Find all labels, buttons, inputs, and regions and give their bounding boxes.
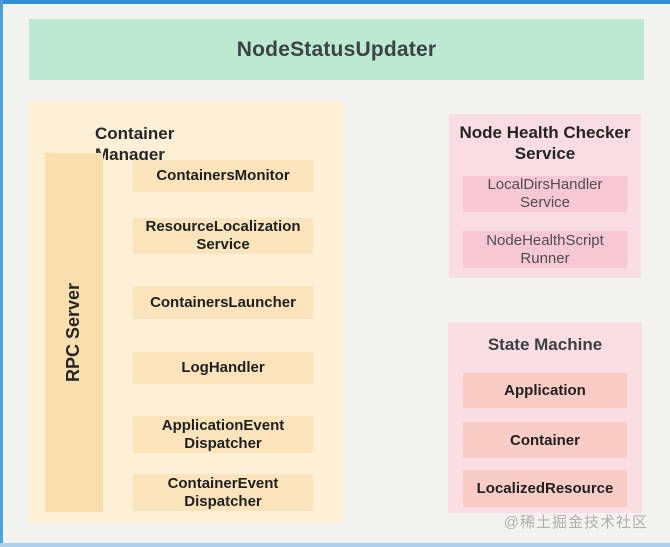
- containers-monitor-block: ContainersMonitor: [133, 160, 313, 192]
- container-state-block: Container: [463, 422, 627, 458]
- container-state-label: Container: [509, 431, 580, 449]
- container-event-dispatcher-block: ContainerEvent Dispatcher: [133, 474, 313, 511]
- container-manager-title: Container Manager: [95, 124, 175, 164]
- application-state-block: Application: [463, 373, 627, 408]
- application-event-dispatcher-block: ApplicationEvent Dispatcher: [133, 416, 313, 453]
- log-handler-label: LogHandler: [181, 359, 265, 376]
- node-health-checker-title: Node Health Checker Service: [459, 123, 631, 163]
- log-handler-block: LogHandler: [133, 352, 313, 384]
- node-status-updater-block: NodeStatusUpdater: [29, 19, 644, 80]
- container-manager-group: Container Manager RPC Server ContainersM…: [28, 101, 343, 523]
- containers-launcher-label: ContainersLauncher: [150, 293, 296, 311]
- containers-monitor-label: ContainersMonitor: [156, 167, 290, 184]
- rpc-server-label: RPC Server: [63, 282, 84, 383]
- node-status-updater-label: NodeStatusUpdater: [236, 37, 437, 61]
- state-machine-group: State Machine Application Container Loca…: [448, 322, 642, 513]
- window-border-top: [0, 0, 670, 4]
- node-health-script-runner-block: NodeHealthScript Runner: [463, 231, 627, 268]
- state-machine-title: State Machine: [487, 335, 603, 354]
- local-dirs-handler-service-block: LocalDirsHandler Service: [463, 176, 627, 212]
- rpc-server-block: RPC Server: [45, 153, 103, 512]
- watermark-text: @稀土掘金技术社区: [503, 514, 648, 531]
- localized-resource-state-block: LocalizedResource: [463, 470, 627, 507]
- local-dirs-handler-service-label: LocalDirsHandler Service: [487, 176, 603, 211]
- application-state-label: Application: [504, 382, 586, 399]
- window-border-left: [0, 0, 3, 547]
- node-health-script-runner-label: NodeHealthScript Runner: [486, 231, 604, 267]
- resource-localization-service-label: ResourceLocalization Service: [145, 218, 301, 253]
- localized-resource-state-label: LocalizedResource: [476, 480, 614, 497]
- resource-localization-service-block: ResourceLocalization Service: [133, 218, 313, 254]
- containers-launcher-block: ContainersLauncher: [133, 286, 313, 319]
- node-health-checker-group: Node Health Checker Service LocalDirsHan…: [449, 114, 641, 278]
- window-border-bottom: [0, 543, 670, 547]
- container-event-dispatcher-label: ContainerEvent Dispatcher: [167, 474, 279, 510]
- application-event-dispatcher-label: ApplicationEvent Dispatcher: [161, 416, 285, 452]
